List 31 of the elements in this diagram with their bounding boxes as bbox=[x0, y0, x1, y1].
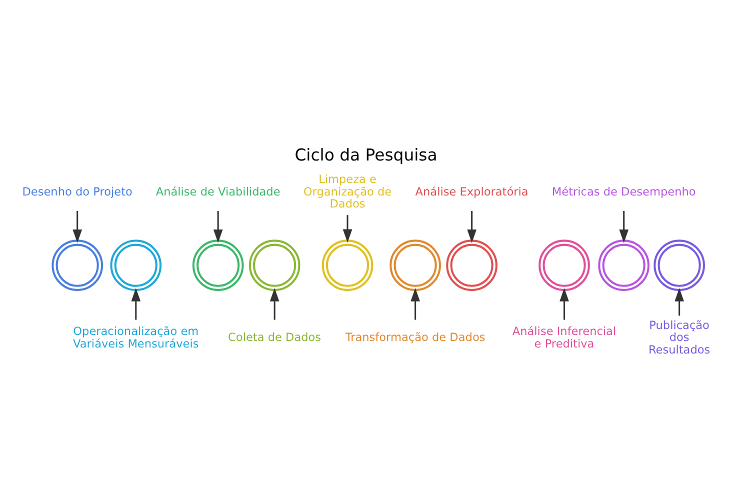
node-text: Publicação dos Resultados bbox=[648, 318, 710, 356]
arrow bbox=[674, 288, 684, 316]
arrow bbox=[270, 288, 280, 320]
node-gear bbox=[390, 240, 441, 292]
arrow bbox=[467, 210, 476, 243]
node-text: Operacionalização em Variáveis Mensuráveis bbox=[73, 325, 199, 350]
node-text: Limpeza e Organização de Dados bbox=[303, 172, 392, 211]
node-text: Métricas de Desempenho bbox=[552, 185, 696, 198]
node-gear bbox=[446, 240, 498, 292]
node-text: Desenho do Projeto bbox=[22, 185, 132, 198]
node-gear bbox=[538, 240, 590, 292]
arrow bbox=[342, 215, 352, 243]
node-text: Análise Inferencial e Preditiva bbox=[512, 325, 616, 350]
arrow bbox=[213, 210, 223, 243]
arrow bbox=[131, 288, 141, 320]
node-text: Análise Exploratória bbox=[415, 185, 528, 198]
arrow bbox=[410, 288, 420, 320]
node-gear bbox=[598, 240, 650, 292]
node-gear bbox=[110, 240, 162, 292]
node-gear bbox=[322, 240, 374, 292]
arrow bbox=[560, 288, 569, 320]
node-gear bbox=[192, 240, 244, 292]
diagram-title: Ciclo da Pesquisa bbox=[294, 145, 438, 164]
node-text: Coleta de Dados bbox=[228, 331, 322, 344]
node-gear bbox=[248, 240, 300, 292]
node-text: Análise de Viabilidade bbox=[156, 185, 280, 198]
arrow bbox=[72, 210, 82, 243]
node-text: Transformação de Dados bbox=[345, 331, 486, 344]
node-gear bbox=[654, 240, 705, 292]
node-gear bbox=[52, 240, 104, 292]
arrow bbox=[619, 210, 629, 243]
